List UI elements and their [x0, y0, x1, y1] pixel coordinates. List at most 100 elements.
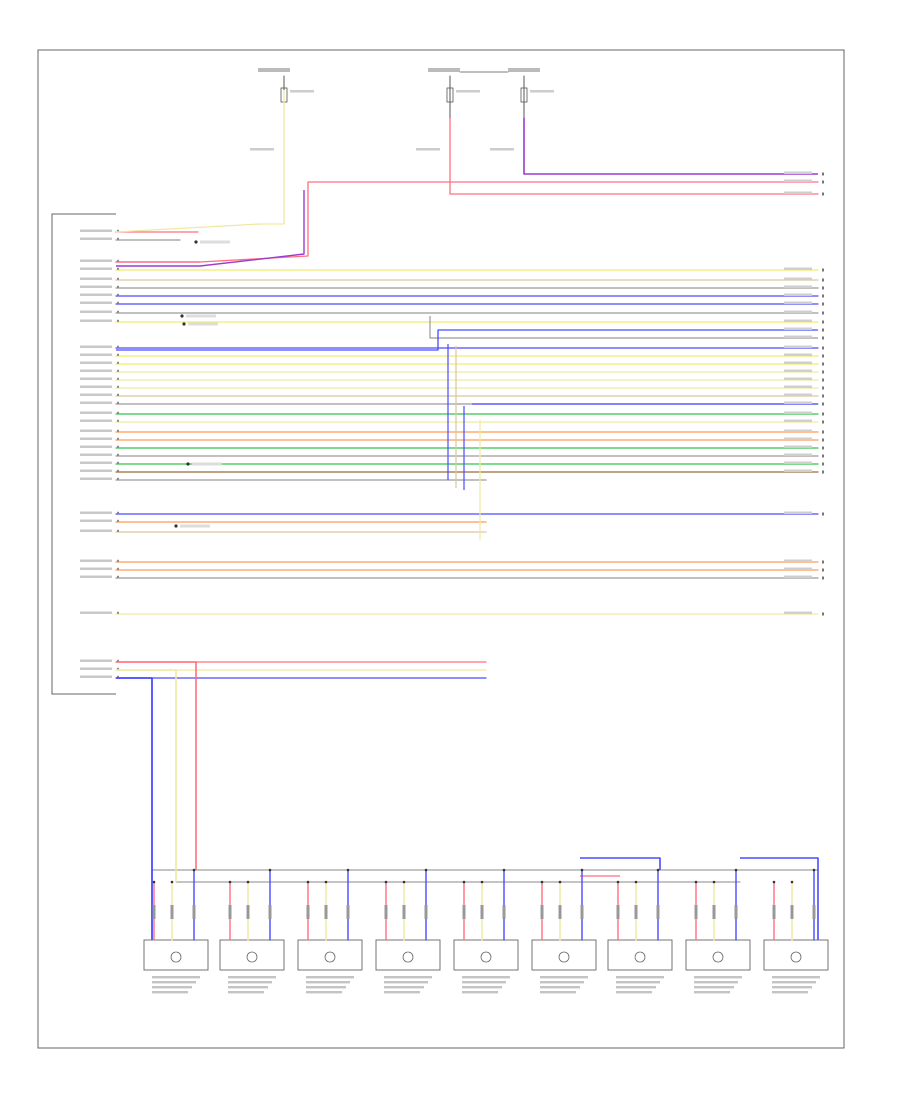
trunk-wire — [580, 857, 661, 870]
harness-pin-marker — [117, 377, 119, 380]
sensor-label-bar — [772, 976, 820, 979]
right-wire-tag — [784, 369, 812, 372]
sensor-connector-pin — [346, 905, 350, 919]
right-wire-tag — [784, 461, 812, 464]
sensor-label-bar — [384, 976, 432, 979]
pin-label-bar — [80, 285, 112, 288]
fuse-section — [250, 68, 554, 151]
sensor-connector-pin — [268, 905, 272, 919]
harness-wires — [115, 90, 819, 679]
sensor-body — [375, 939, 441, 971]
right-pin-marker — [822, 302, 824, 306]
pin-label-bar — [80, 345, 112, 348]
pin-label-bar — [80, 353, 112, 356]
harness-pin-marker — [117, 445, 119, 448]
right-wire-tag — [784, 559, 812, 562]
bus-splice-dot — [402, 880, 406, 884]
pin-label-bar — [80, 453, 112, 456]
sensor-label-bar — [616, 986, 656, 989]
right-pin-marker — [822, 454, 824, 458]
pin-label-bar — [80, 559, 112, 562]
component-tag — [188, 322, 218, 326]
pin-label-bar — [80, 259, 112, 262]
sensor-label-bar — [772, 991, 808, 994]
pin-label-bar — [80, 659, 112, 662]
speed-sensor — [607, 868, 673, 994]
sensor-label-bar — [616, 976, 664, 979]
right-wire-tag — [784, 469, 812, 472]
right-wire-tag — [784, 511, 812, 514]
harness-pin-marker — [117, 575, 119, 578]
sensor-icon — [712, 951, 724, 963]
sensor-icon — [402, 951, 414, 963]
right-wire-tag — [784, 567, 812, 570]
pin-label-bar — [80, 575, 112, 578]
sensor-connector-pin — [772, 905, 776, 919]
component-tag — [200, 240, 230, 244]
harness-pin-marker — [117, 345, 119, 348]
bus-splice-dot — [246, 880, 250, 884]
harness-pin-marker — [117, 293, 119, 296]
splice-dot — [186, 462, 190, 466]
sensor-connector-pin — [384, 905, 388, 919]
harness-pin-marker — [117, 267, 119, 270]
harness-wire — [116, 329, 818, 351]
speed-sensor — [375, 868, 441, 994]
bus-splice-dot — [424, 868, 428, 872]
control-module — [51, 213, 116, 695]
right-pin-marker — [822, 420, 824, 424]
sensor-label-bar — [152, 986, 192, 989]
right-wire-tag — [784, 310, 812, 313]
harness-pin-marker — [117, 567, 119, 570]
pin-label-bar — [80, 519, 112, 522]
harness-pin-marker — [117, 353, 119, 356]
harness-pin-marker — [117, 285, 119, 288]
right-pin-marker — [822, 172, 824, 176]
harness-pin-marker — [117, 667, 119, 670]
pin-label-bar — [80, 419, 112, 422]
right-pin-marker — [822, 346, 824, 350]
sensor-icon — [480, 951, 492, 963]
right-wire-tag — [784, 361, 812, 364]
right-wire-tag — [784, 301, 812, 304]
sensor-connector-pin — [462, 905, 466, 919]
fuse-rating-tag — [456, 90, 480, 93]
control-module-pin-labels — [80, 229, 112, 678]
right-wire-tag — [784, 267, 812, 270]
speed-sensor — [297, 868, 363, 994]
harness-pin-marker — [117, 437, 119, 440]
harness-pin-marker — [117, 229, 119, 232]
right-wire-tag — [784, 429, 812, 432]
speed-sensor — [531, 868, 597, 994]
sensor-label-bar — [384, 986, 424, 989]
sensor-connector-pin — [790, 905, 794, 919]
wire-color-tag — [490, 148, 514, 151]
right-wire-tag — [784, 171, 812, 174]
harness-pin-marker — [117, 675, 119, 678]
right-wire-tag — [784, 191, 812, 194]
splice-dot — [194, 240, 198, 244]
sensor-connector-pin — [402, 905, 406, 919]
component-tag — [186, 314, 216, 318]
pin-label-bar — [80, 377, 112, 380]
sensor-label-bar — [540, 976, 588, 979]
harness-pin-marker — [117, 259, 119, 262]
trunk-wire — [116, 661, 197, 870]
right-wire-tag — [784, 179, 812, 182]
sensor-connector-pin — [616, 905, 620, 919]
right-pin-marker — [822, 430, 824, 434]
right-pin-marker — [822, 320, 824, 324]
sensor-label-bar — [384, 991, 420, 994]
right-wire-tag — [784, 377, 812, 380]
sensor-label-bar — [540, 986, 580, 989]
bus-splice-dot — [790, 880, 794, 884]
sensor-label-bar — [616, 981, 660, 984]
harness-wire — [523, 118, 818, 175]
sensor-connector-pin — [540, 905, 544, 919]
sensor-label-bar — [306, 981, 350, 984]
sensor-label-bar — [306, 991, 342, 994]
sensor-icon — [558, 951, 570, 963]
harness-pin-marker — [117, 611, 119, 614]
right-wire-tag — [784, 293, 812, 296]
right-wire-tag — [784, 335, 812, 338]
